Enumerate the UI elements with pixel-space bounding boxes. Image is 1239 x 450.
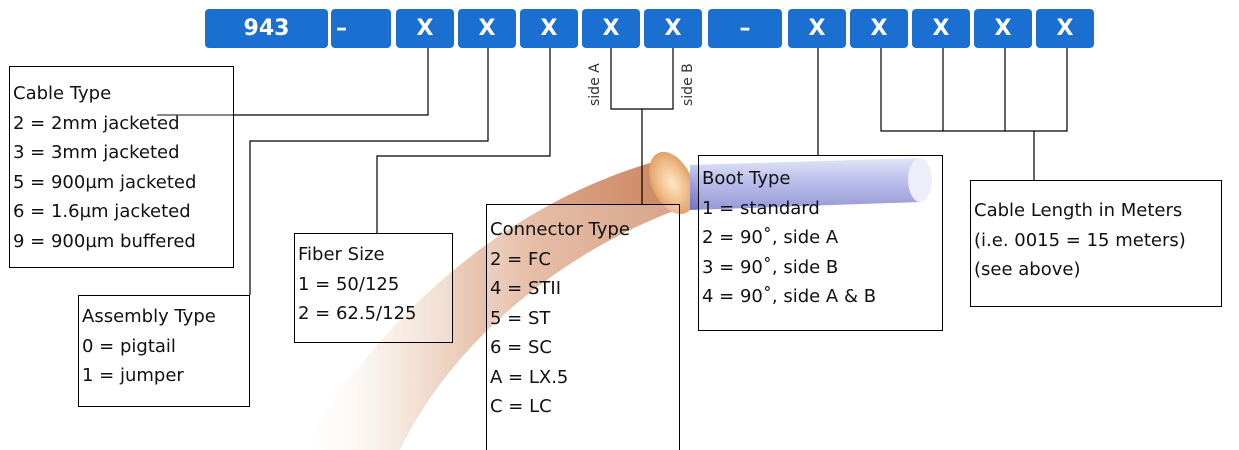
code-segment-boot-type: X: [788, 9, 846, 48]
cable-type-option: 9 = 900µm buffered: [13, 230, 196, 252]
cable-length-box: Cable Length in Meters (i.e. 0015 = 15 m…: [970, 180, 1222, 307]
connector-type-box: Connector Type 2 = FC 4 = STII 5 = ST 6 …: [486, 204, 680, 450]
assembly-type-box: Assembly Type 0 = pigtail 1 = jumper: [78, 295, 250, 407]
code-segment-length-4: X: [1036, 9, 1094, 48]
fiber-size-option: 2 = 62.5/125: [298, 303, 417, 324]
fiber-size-option: 1 = 50/125: [298, 273, 400, 295]
boot-type-option: 3 = 90˚, side B: [702, 256, 839, 278]
cable-type-title: Cable Type: [13, 83, 112, 104]
connector-type-option: 6 = SC: [490, 337, 552, 358]
code-segment-connector-b: X: [644, 9, 702, 48]
side-a-label: side A: [587, 63, 603, 106]
code-segment-length-1: X: [850, 9, 908, 48]
code-segment-cable-type: X: [396, 9, 454, 48]
cable-illustration: [300, 160, 690, 450]
cable-type-option: 6 = 1.6µm jacketed: [13, 201, 191, 222]
fiber-size-box: Fiber Size 1 = 50/125 2 = 62.5/125: [294, 233, 453, 343]
assembly-type-option: 0 = pigtail: [82, 335, 176, 357]
boot-type-title: Boot Type: [702, 168, 791, 189]
code-segment-length-3: X: [974, 9, 1032, 48]
side-b-label: side B: [680, 63, 696, 106]
assembly-type-title: Assembly Type: [82, 306, 216, 327]
assembly-type-option: 1 = jumper: [82, 365, 184, 386]
boot-type-option: 1 = standard: [702, 197, 820, 219]
connector-type-option: A = LX.5: [490, 366, 569, 388]
code-segment-prefix: 943: [205, 9, 328, 48]
cable-end: [649, 151, 695, 215]
code-segment-fiber-size: X: [520, 9, 578, 48]
cable-length-note: (see above): [974, 259, 1081, 280]
connector-type-option: C = LC: [490, 396, 552, 417]
code-segment-connector-a: X: [582, 9, 640, 48]
cable-length-title: Cable Length in Meters: [974, 200, 1183, 221]
connector-lines: [157, 48, 1068, 295]
fiber-illustration: [690, 158, 920, 210]
connector-type-option: 2 = FC: [490, 248, 551, 270]
boot-type-box: Boot Type 1 = standard 2 = 90˚, side A 3…: [698, 155, 943, 331]
cable-type-option: 2 = 2mm jacketed: [13, 112, 180, 134]
connector-type-option: 5 = ST: [490, 307, 551, 329]
code-segment-dash: –: [708, 9, 782, 48]
code-segment-length-2: X: [912, 9, 970, 48]
boot-type-option: 4 = 90˚, side A & B: [702, 286, 877, 307]
connector-type-title: Connector Type: [490, 219, 630, 240]
cable-type-box: Cable Type 2 = 2mm jacketed 3 = 3mm jack…: [9, 66, 234, 268]
cable-type-option: 3 = 3mm jacketed: [13, 142, 180, 163]
code-segment-dash: –: [331, 9, 391, 48]
fiber-size-title: Fiber Size: [298, 244, 385, 265]
cable-type-option: 5 = 900µm jacketed: [13, 171, 197, 193]
code-segment-assembly-type: X: [458, 9, 516, 48]
connector-type-option: 4 = STII: [490, 278, 562, 299]
cable-length-example: (i.e. 0015 = 15 meters): [974, 229, 1186, 251]
boot-type-option: 2 = 90˚, side A: [702, 227, 839, 248]
